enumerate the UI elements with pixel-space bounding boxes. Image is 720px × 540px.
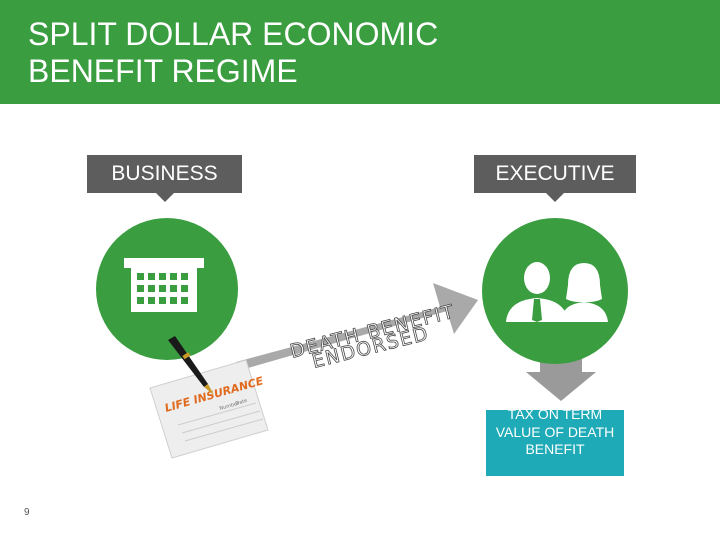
slide-title-line2: BENEFIT REGIME <box>28 53 298 89</box>
tax-box: TAX ON TERM VALUE OF DEATH BENEFIT <box>486 410 624 476</box>
death-benefit-arrow <box>236 283 478 370</box>
executive-label-pointer <box>546 193 564 202</box>
pen-on-policy-icon: LIFE INSURANCE Number Date <box>149 336 269 459</box>
page-number: 9 <box>24 507 30 518</box>
business-label: BUSINESS <box>111 162 218 185</box>
pen-icon <box>168 336 214 395</box>
executive-label-box: EXECUTIVE <box>474 155 636 202</box>
people-icon <box>506 262 608 322</box>
tax-box-text: TAX ON TERM VALUE OF DEATH BENEFIT <box>495 410 615 457</box>
header-bar: SPLIT DOLLAR ECONOMIC BENEFIT REGIME <box>0 0 720 104</box>
business-label-pointer <box>155 193 174 202</box>
slide-title: SPLIT DOLLAR ECONOMIC BENEFIT REGIME <box>28 16 628 90</box>
office-building-icon <box>124 258 204 312</box>
business-label-box: BUSINESS <box>87 155 242 202</box>
policy-field-date: Date <box>235 398 248 407</box>
executive-label: EXECUTIVE <box>495 162 615 185</box>
slide-title-line1: SPLIT DOLLAR ECONOMIC <box>28 16 439 52</box>
executive-circle <box>482 218 628 364</box>
policy-field-number: Number <box>219 400 241 412</box>
